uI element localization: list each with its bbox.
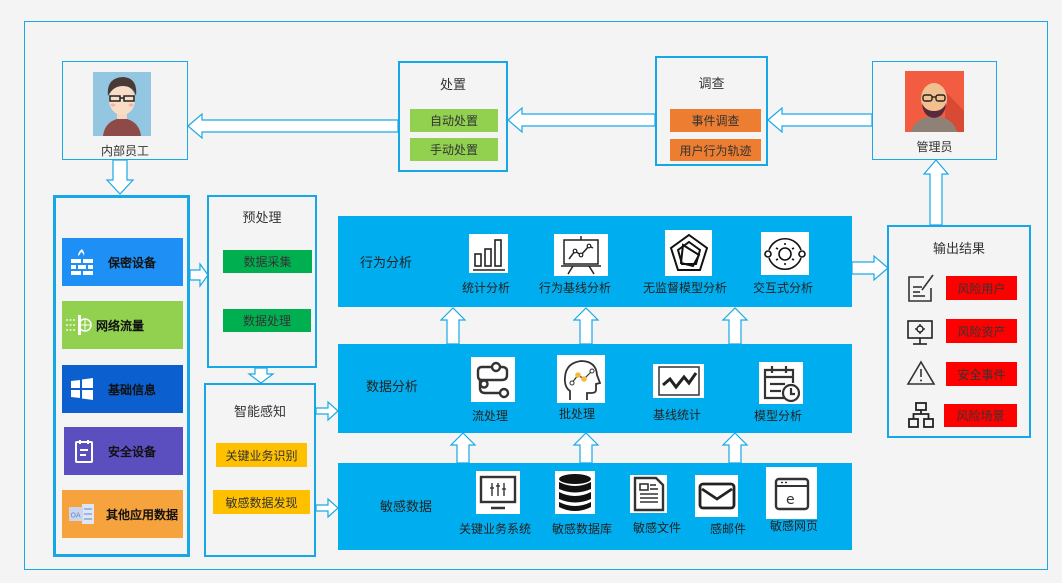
risk-user-button[interactable]: 风险用户 (946, 276, 1017, 300)
sensitive-data-discovery-button[interactable]: 敏感数据发现 (213, 490, 310, 514)
baseline-stat-label: 基线统计 (653, 408, 702, 422)
svg-text:OA: OA (71, 512, 81, 520)
user-behavior-trace-button[interactable]: 用户行为轨迹 (670, 139, 761, 161)
stream-processing-label: 流处理 (472, 409, 509, 423)
admin-avatar-icon (905, 71, 964, 132)
arrow-sensitive-to-data-2 (572, 432, 600, 464)
mail-icon[interactable] (695, 475, 738, 517)
arrow-employee-down (105, 159, 135, 195)
source-item-network-traffic[interactable]: 网络流量 (62, 301, 183, 349)
source-item-security-device[interactable]: 安全设备 (64, 427, 183, 475)
data-sources-panel: 保密设备 网络流量 基础信息 安全设备 OA 其他应用数据 (53, 195, 190, 557)
preprocess-title: 预处理 (242, 211, 282, 226)
perception-box: 智能感知 关键业务识别 敏感数据发现 (204, 383, 316, 557)
risk-asset-button[interactable]: 风险资产 (946, 319, 1017, 343)
database-icon[interactable] (555, 471, 595, 514)
investigation-title: 调查 (698, 77, 725, 92)
oa-icon: OA (62, 503, 102, 525)
monitor-sliders-icon[interactable] (476, 471, 520, 514)
arrow-data-to-behavior-3 (721, 307, 749, 345)
batch-processing-label: 批处理 (559, 407, 596, 421)
sensitive-mail-label: 感邮件 (710, 522, 747, 536)
arrow-perception-to-data (315, 400, 339, 422)
svg-text:e: e (786, 492, 795, 508)
clipboard-icon (64, 439, 104, 463)
sensitive-webpage-label: 敏感网页 (770, 519, 819, 533)
arrow-output-to-admin (922, 159, 950, 226)
arrow-investigation-to-disposal (507, 106, 656, 134)
network-traffic-icon (62, 315, 96, 335)
security-event-button[interactable]: 安全事件 (946, 362, 1017, 386)
data-collection-button[interactable]: 数据采集 (223, 250, 312, 273)
disposal-title: 处置 (439, 78, 466, 93)
output-box: 输出结果 风险用户 风险资产 安全事件 风险场景 (887, 225, 1031, 438)
event-investigation-button[interactable]: 事件调查 (670, 109, 761, 132)
warning-icon (906, 360, 936, 386)
monitor-gear-icon (906, 319, 934, 347)
arrow-sources-to-preprocess (189, 262, 209, 288)
edit-note-icon (906, 274, 936, 302)
employee-avatar-icon (93, 72, 151, 136)
auto-disposal-button[interactable]: 自动处置 (410, 109, 498, 132)
browser-icon[interactable]: e (766, 467, 817, 519)
arrow-preprocess-to-perception (247, 367, 275, 384)
windows-icon (62, 378, 102, 400)
line-trend-icon[interactable] (653, 364, 704, 398)
data-processing-button[interactable]: 数据处理 (223, 309, 311, 332)
manual-disposal-button[interactable]: 手动处置 (410, 138, 498, 161)
source-label: 其他应用数据 (106, 507, 179, 522)
interactive-orbit-icon[interactable] (761, 232, 809, 275)
arrow-sensitive-to-data-3 (721, 432, 749, 464)
bar-chart-icon[interactable] (469, 234, 508, 273)
stat-analysis-label: 统计分析 (462, 281, 511, 295)
employee-label: 内部员工 (100, 144, 149, 158)
arrow-data-to-behavior-2 (572, 307, 600, 345)
firewall-icon (62, 249, 102, 275)
model-analysis-label: 模型分析 (754, 409, 803, 423)
data-analysis-label: 数据分析 (366, 380, 419, 395)
unsupervised-model-label: 无监督模型分析 (643, 281, 728, 295)
arrow-behavior-to-output (851, 254, 889, 282)
arrow-perception-to-sensitive (315, 497, 339, 519)
admin-box: 管理员 (872, 61, 997, 160)
presentation-chart-icon[interactable] (554, 234, 608, 276)
sensitive-data-label: 敏感数据 (380, 500, 433, 515)
output-title: 输出结果 (932, 242, 985, 257)
risk-scenario-button[interactable]: 风险场景 (944, 404, 1017, 427)
sensitive-data-band: 敏感数据 关键业务系统 敏感数据库 敏感文件 感邮件 e 敏感网页 (338, 463, 852, 550)
source-label: 网络流量 (96, 318, 145, 333)
sensitive-database-label: 敏感数据库 (552, 522, 613, 536)
source-label: 基础信息 (108, 382, 157, 397)
employee-box: 内部员工 (62, 61, 188, 160)
sensitive-file-label: 敏感文件 (633, 521, 682, 535)
calendar-clock-icon[interactable] (759, 362, 803, 404)
interactive-analysis-label: 交互式分析 (753, 281, 814, 295)
source-label: 保密设备 (108, 255, 157, 270)
hierarchy-icon (908, 402, 934, 428)
disposal-box: 处置 自动处置 手动处置 (398, 61, 508, 172)
head-brain-icon[interactable] (557, 355, 605, 403)
radar-pentagon-icon[interactable] (665, 230, 712, 276)
diagram-frame (24, 21, 1048, 570)
source-label: 安全设备 (108, 444, 157, 459)
document-icon[interactable] (630, 475, 667, 513)
admin-label: 管理员 (916, 140, 953, 154)
key-business-system-label: 关键业务系统 (459, 522, 532, 536)
behavior-baseline-label: 行为基线分析 (539, 281, 612, 295)
behavior-analysis-label: 行为分析 (360, 256, 413, 271)
arrow-sensitive-to-data-1 (449, 432, 477, 464)
perception-title: 智能感知 (233, 405, 286, 420)
key-business-identification-button[interactable]: 关键业务识别 (216, 443, 307, 467)
behavior-analysis-band: 行为分析 统计分析 行为基线分析 无监督模型分析 交互式分析 (338, 216, 852, 307)
flow-process-icon[interactable] (471, 357, 515, 402)
source-item-secure-device[interactable]: 保密设备 (62, 238, 183, 286)
arrow-data-to-behavior-1 (439, 307, 467, 345)
source-item-other-app-data[interactable]: OA 其他应用数据 (62, 490, 183, 538)
arrow-admin-to-investigation (767, 106, 873, 134)
data-analysis-band: 数据分析 流处理 批处理 基线统计 模型分析 (338, 344, 852, 433)
preprocess-box: 预处理 数据采集 数据处理 (207, 195, 317, 368)
arrow-disposal-to-employee (187, 112, 399, 140)
investigation-box: 调查 事件调查 用户行为轨迹 (655, 56, 768, 166)
source-item-basic-info[interactable]: 基础信息 (62, 365, 183, 413)
